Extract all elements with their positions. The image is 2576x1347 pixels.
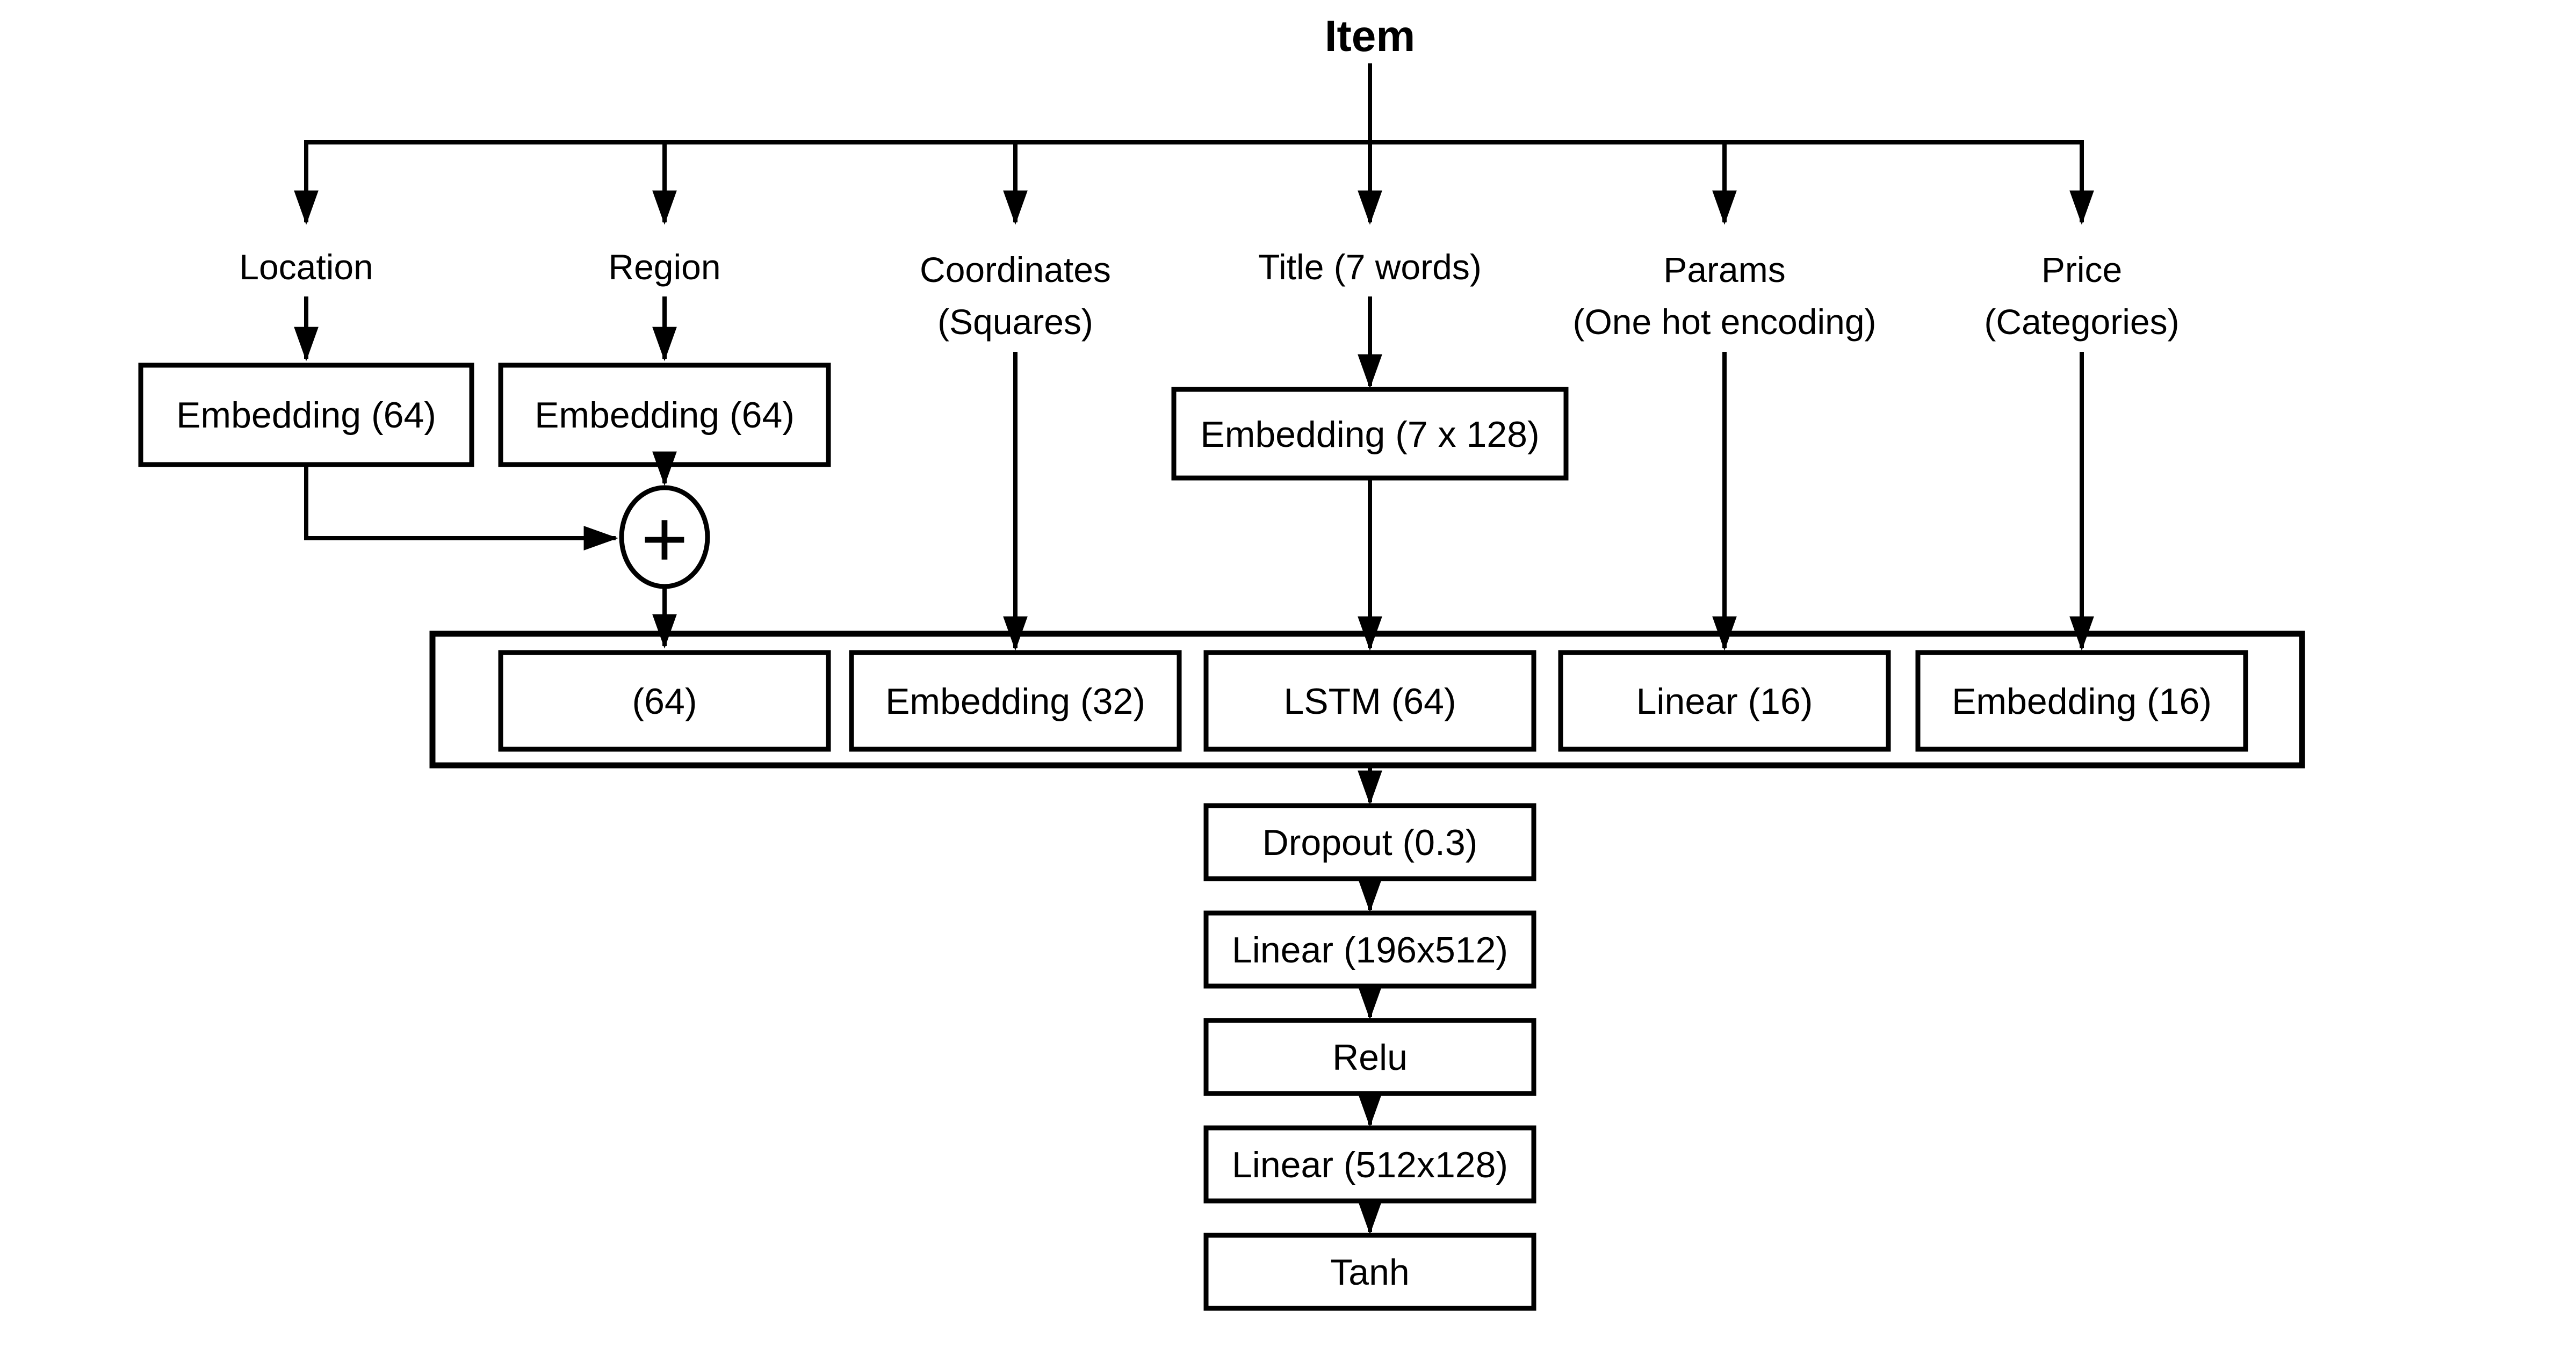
plus-icon: + bbox=[641, 494, 688, 584]
merged-64-node: (64) bbox=[498, 650, 831, 752]
lstm-node: LSTM (64) bbox=[1203, 650, 1536, 752]
linear2-label: Linear (512x128) bbox=[1232, 1145, 1508, 1185]
params-linear-node: Linear (16) bbox=[1558, 650, 1891, 752]
params-linear-box bbox=[1558, 650, 1891, 752]
linear2-node: Linear (512x128) bbox=[1203, 1125, 1536, 1204]
sum-operator-node: + bbox=[619, 485, 710, 589]
concat-container-box bbox=[429, 631, 2305, 769]
region-embedding-node: Embedding (64) bbox=[498, 363, 831, 467]
params-label-line2: (One hot encoding) bbox=[1572, 302, 1876, 342]
dropout-node: Dropout (0.3) bbox=[1203, 803, 1536, 881]
merged-64-label: (64) bbox=[632, 681, 697, 722]
tanh-box bbox=[1203, 1233, 1536, 1311]
relu-box bbox=[1203, 1018, 1536, 1096]
column-labels: Location Region Coordinates (Squares) Ti… bbox=[239, 247, 2179, 342]
dropout-label: Dropout (0.3) bbox=[1262, 822, 1478, 863]
price-embedding-node: Embedding (16) bbox=[1915, 650, 2248, 752]
tanh-label: Tanh bbox=[1330, 1252, 1409, 1293]
region-embedding-label: Embedding (64) bbox=[535, 395, 795, 436]
price-label-line1: Price bbox=[2041, 250, 2122, 289]
merged-64-box bbox=[498, 650, 831, 752]
linear1-label: Linear (196x512) bbox=[1232, 930, 1508, 971]
location-embedding-node: Embedding (64) bbox=[138, 363, 474, 467]
region-label: Region bbox=[608, 247, 720, 287]
coordinates-label-line2: (Squares) bbox=[937, 302, 1093, 342]
relu-label: Relu bbox=[1332, 1037, 1408, 1078]
lstm-label: LSTM (64) bbox=[1283, 681, 1456, 722]
edge-location-embedding-to-sum bbox=[304, 465, 618, 551]
region-embedding-box bbox=[498, 363, 831, 467]
coordinates-embedding-node: Embedding (32) bbox=[849, 650, 1182, 752]
location-embedding-label: Embedding (64) bbox=[176, 395, 436, 436]
tanh-node: Tanh bbox=[1203, 1233, 1536, 1311]
title-label: Title (7 words) bbox=[1258, 247, 1482, 287]
price-label-line2: (Categories) bbox=[1984, 302, 2179, 342]
price-embedding-label: Embedding (16) bbox=[1952, 681, 2212, 722]
price-embedding-box bbox=[1915, 650, 2248, 752]
location-label: Location bbox=[239, 247, 373, 287]
params-label-line1: Params bbox=[1663, 250, 1785, 289]
location-embedding-box bbox=[138, 363, 474, 467]
relu-node: Relu bbox=[1203, 1018, 1536, 1096]
root-item-label: Item bbox=[1325, 12, 1416, 61]
title-embedding-label: Embedding (7 x 128) bbox=[1200, 414, 1539, 455]
linear1-box bbox=[1203, 910, 1536, 989]
coordinates-label-line1: Coordinates bbox=[920, 250, 1111, 289]
coordinates-embedding-box bbox=[849, 650, 1182, 752]
lstm-box bbox=[1203, 650, 1536, 752]
title-embedding-node: Embedding (7 x 128) bbox=[1171, 387, 1569, 481]
params-linear-label: Linear (16) bbox=[1636, 681, 1813, 722]
linear1-node: Linear (196x512) bbox=[1203, 910, 1536, 989]
coordinates-embedding-label: Embedding (32) bbox=[885, 681, 1145, 722]
